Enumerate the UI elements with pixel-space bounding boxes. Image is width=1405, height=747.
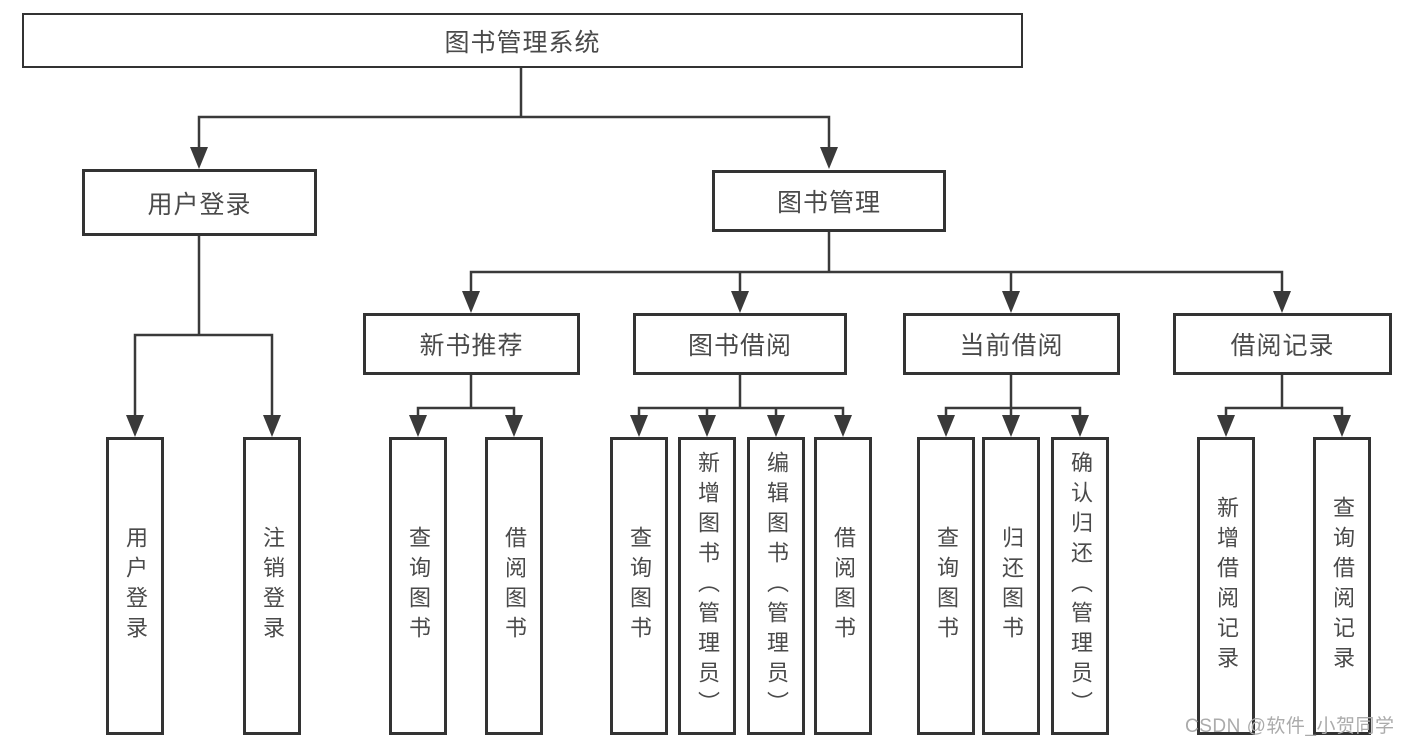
node-book-management: 图书管理 bbox=[712, 170, 946, 232]
node-new-book-recommend: 新书推荐 bbox=[363, 313, 580, 375]
node-label: 用户登录 bbox=[123, 526, 148, 646]
node-label: 图书借阅 bbox=[687, 332, 792, 360]
node-label: 图书管理系统 bbox=[444, 28, 601, 57]
node-label: 查询图书 bbox=[934, 526, 959, 646]
arrowhead-down-icon bbox=[126, 147, 1351, 437]
leaf-query-books-borrowing: 查询图书 bbox=[610, 437, 668, 735]
leaf-confirm-return-admin: 确认归还（管理员） bbox=[1051, 437, 1109, 735]
node-label: 图书管理 bbox=[776, 189, 881, 217]
node-label: 编辑图书（管理员） bbox=[764, 451, 789, 721]
node-label: 归还图书 bbox=[999, 526, 1024, 646]
leaf-logout: 注销登录 bbox=[243, 437, 301, 735]
node-label: 查询图书 bbox=[406, 526, 431, 646]
node-label: 查询借阅记录 bbox=[1330, 496, 1355, 676]
node-current-borrowing: 当前借阅 bbox=[903, 313, 1120, 375]
node-label: 注销登录 bbox=[260, 526, 285, 646]
csdn-watermark: CSDN @软件_小贺同学 bbox=[1185, 716, 1395, 737]
node-label: 借阅图书 bbox=[502, 526, 527, 646]
leaf-user-login: 用户登录 bbox=[106, 437, 164, 735]
node-label: 新书推荐 bbox=[419, 332, 524, 360]
leaf-query-borrow-record: 查询借阅记录 bbox=[1313, 437, 1371, 735]
leaf-add-book-admin: 新增图书（管理员） bbox=[678, 437, 736, 735]
connector-wires bbox=[133, 66, 1344, 418]
leaf-return-book: 归还图书 bbox=[982, 437, 1040, 735]
node-library-management-system: 图书管理系统 bbox=[22, 13, 1023, 68]
node-label: 确认归还（管理员） bbox=[1068, 451, 1093, 721]
node-label: 新增图书（管理员） bbox=[695, 451, 720, 721]
leaf-borrow-books: 借阅图书 bbox=[814, 437, 872, 735]
leaf-edit-book-admin: 编辑图书（管理员） bbox=[747, 437, 805, 735]
leaf-add-borrow-record: 新增借阅记录 bbox=[1197, 437, 1255, 735]
leaf-query-books-recommend: 查询图书 bbox=[389, 437, 447, 735]
node-label: 查询图书 bbox=[627, 526, 652, 646]
leaf-borrow-books-recommend: 借阅图书 bbox=[485, 437, 543, 735]
node-label: 借阅图书 bbox=[831, 526, 856, 646]
node-book-borrowing: 图书借阅 bbox=[633, 313, 847, 375]
node-borrow-records: 借阅记录 bbox=[1173, 313, 1392, 375]
node-label: 用户登录 bbox=[147, 190, 252, 219]
node-label: 借阅记录 bbox=[1230, 332, 1335, 360]
leaf-query-books-current: 查询图书 bbox=[917, 437, 975, 735]
node-user-login: 用户登录 bbox=[82, 169, 317, 236]
node-label: 当前借阅 bbox=[959, 332, 1064, 360]
node-label: 新增借阅记录 bbox=[1214, 496, 1239, 676]
